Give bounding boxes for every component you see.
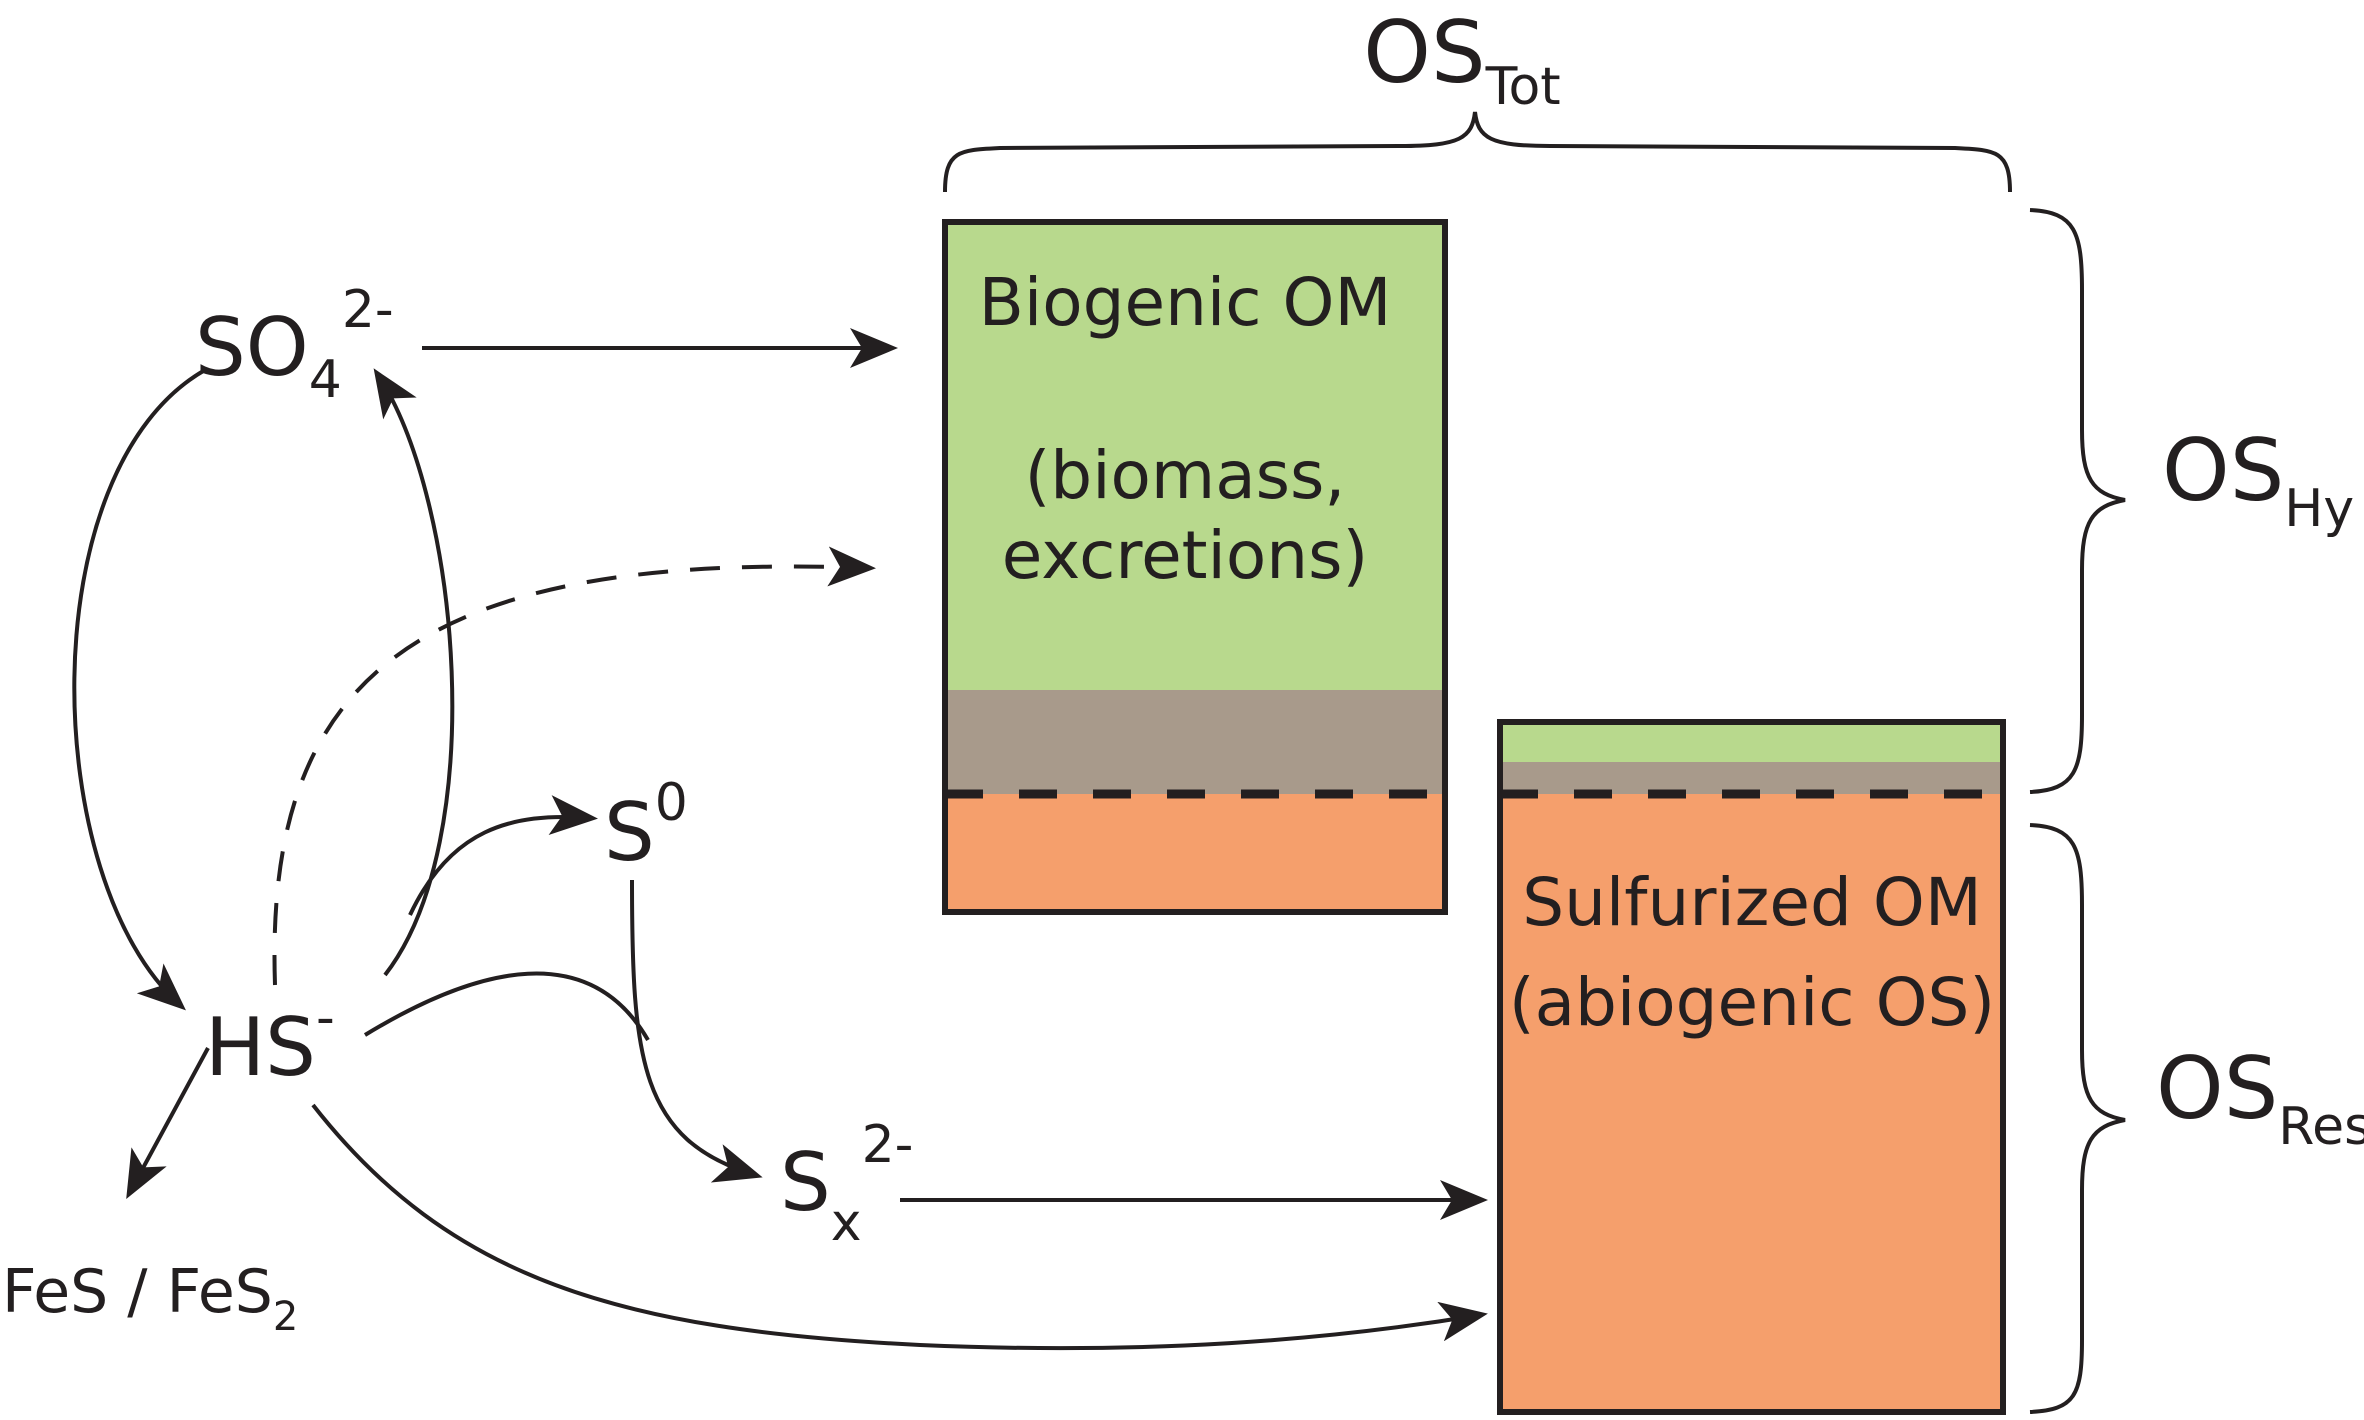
hs-label: HS- xyxy=(205,988,335,1094)
arrow-hs-to-biogenic-dashed xyxy=(272,546,876,986)
biogenic-om-box xyxy=(942,219,1448,915)
biogenic-om-detail-line2: excretions) xyxy=(1002,517,1368,594)
arrow-hs-to-sulfurized xyxy=(311,1103,1488,1351)
fes-label: FeS / FeS2 xyxy=(2,1257,298,1340)
arrow-hs-to-s0 xyxy=(408,795,598,916)
so4-label: SO42- xyxy=(195,280,394,410)
arrow-hs-to-sx xyxy=(363,971,650,1042)
os-res-label: OSRes xyxy=(2156,1039,2364,1157)
arrow-s0-to-sx xyxy=(630,879,763,1183)
os-hy-label: OSHy xyxy=(2162,421,2354,539)
s0-label: S0 xyxy=(604,773,688,879)
os-hy-brace xyxy=(2029,208,2126,794)
arrow-so4-to-hs xyxy=(72,368,206,1011)
arrow-hs-to-fes xyxy=(126,1047,210,1200)
os-res-brace xyxy=(2029,823,2126,1414)
sulfurized-om-box xyxy=(1497,719,2006,1415)
biogenic-om-detail-line1: (biomass, xyxy=(1025,437,1346,514)
os-tot-brace xyxy=(943,111,2012,193)
os-tot-label: OSTot xyxy=(1363,3,1560,117)
sulfurized-om-detail: (abiogenic OS) xyxy=(1509,964,1995,1041)
flow-arrows xyxy=(72,328,1488,1351)
sulfurized-om-title: Sulfurized OM xyxy=(1522,864,1982,941)
sx-label: Sx2- xyxy=(780,1115,913,1253)
arrow-hs-to-so4 xyxy=(373,368,455,977)
biogenic-om-title: Biogenic OM xyxy=(979,264,1392,341)
